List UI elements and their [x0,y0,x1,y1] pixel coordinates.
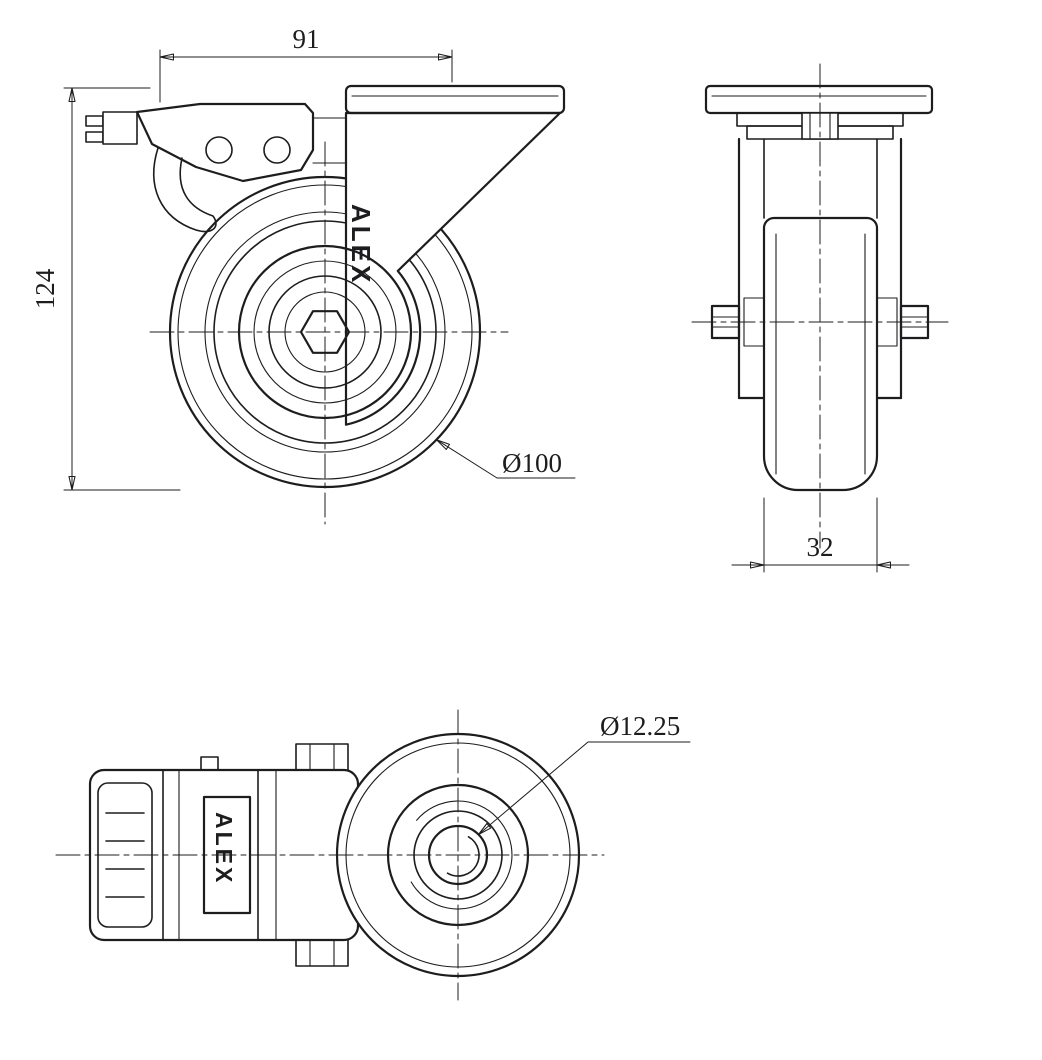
top-centerlines [55,709,605,1001]
side-fork-legs [737,137,903,400]
lever-pivot-hole [205,136,233,164]
brake-lever-assembly [85,102,347,233]
brake-pedal-tooth [85,115,104,127]
brand-label-front: ALEX [346,204,376,285]
hub-broken-ring [410,800,513,910]
brake-spring-hook [153,147,217,233]
lever-pivot-hole [263,136,291,164]
side-view: 32 [691,63,949,573]
brake-pedal-tooth [85,131,104,143]
top-mounting-plate [344,84,566,115]
leader-wheel-diameter [435,439,576,479]
swivel-fork-outline [344,111,562,426]
top-dimensions: Ø12.25 [477,711,691,836]
brand-label-top: ALEX [211,812,237,885]
dim-label-offset: 91 [293,24,320,54]
side-centerlines [691,63,949,549]
bolt-tab-bottom [295,938,349,967]
front-dimensions: 91 124 Ø100 [30,24,576,491]
dim-label-wheel-width: 32 [807,532,834,562]
dim-label-hole-diameter: Ø12.25 [600,711,680,741]
side-mounting-plate [704,84,934,115]
brake-pedal-body [102,111,138,145]
front-view: ALEX 91 124 Ø100 [30,24,576,525]
dim-label-height: 124 [30,268,60,309]
bolt-tab-top [295,743,349,772]
leader-hole-diameter [477,741,691,836]
hole-inner-arc [446,836,480,877]
top-view: ALEX Ø12.25 [55,709,691,1001]
side-dimensions: 32 [731,497,910,573]
dim-label-wheel-diameter: Ø100 [502,448,562,478]
front-centerlines [149,141,509,525]
